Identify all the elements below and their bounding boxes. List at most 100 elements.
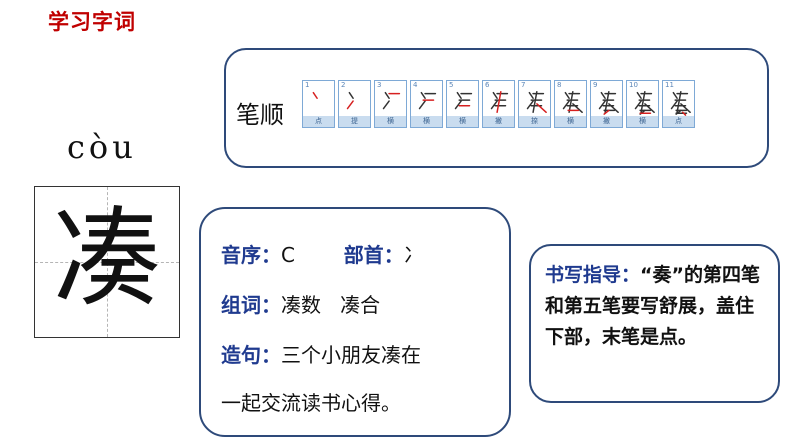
stroke-number: 10: [629, 81, 638, 89]
stroke-path: [636, 91, 642, 100]
stroke-glyph-icon: [418, 91, 437, 110]
yinxu-value: C: [281, 243, 295, 267]
stroke-path: [496, 90, 502, 114]
stroke-path: [420, 91, 426, 100]
stroke-number: 11: [665, 81, 674, 89]
info-row-yinxu-bushou: 音序：C 部首：冫: [221, 243, 424, 267]
stroke-glyph-icon: [670, 90, 691, 116]
stroke-glyph-icon: [312, 91, 318, 100]
stroke-path: [598, 100, 606, 110]
stroke-glyph-icon: [562, 90, 583, 114]
stroke-path: [562, 100, 570, 110]
stroke-path: [608, 103, 619, 114]
stroke-number: 6: [485, 81, 490, 89]
stroke-path: [564, 91, 570, 100]
zaoju-value: 三个小朋友凑在: [281, 343, 421, 367]
stroke-path: [384, 91, 390, 100]
zuci-label: 组词: [221, 293, 261, 317]
pinyin: còu: [67, 128, 137, 166]
info-row-zuci: 组词：凑数 凑合: [221, 293, 381, 317]
stroke-glyph-icon: [490, 90, 509, 114]
stroke-number: 8: [557, 81, 562, 89]
stroke-path: [418, 100, 426, 110]
stroke-path: [348, 91, 354, 100]
stroke-path: [572, 103, 583, 114]
stroke-glyph-icon: [598, 90, 619, 115]
stroke-path: [568, 90, 574, 114]
stroke-path: [454, 100, 462, 110]
bushou-label: 部首: [343, 243, 384, 267]
bushou-value: 冫: [403, 243, 424, 267]
stroke-path: [526, 100, 534, 110]
yinxu-label: 音序: [221, 243, 261, 267]
stroke-path: [681, 111, 687, 116]
grid-vertical-line: [107, 187, 108, 337]
info-panel: 音序：C 部首：冫 组词：凑数 凑合 造句：三个小朋友凑在 一起交流读书心得。: [199, 207, 511, 437]
stroke-glyph-icon: [382, 91, 401, 110]
stroke-path: [634, 100, 642, 110]
stroke-name: 提: [339, 116, 370, 127]
stroke-number: 1: [305, 81, 310, 89]
section-title: 学习字词: [48, 10, 136, 34]
stroke-path: [640, 90, 646, 114]
stroke-order-label: 笔顺: [236, 101, 284, 129]
stroke-path: [492, 91, 498, 100]
stroke-path: [532, 90, 538, 114]
stroke-glyph-icon: [526, 90, 547, 114]
stroke-name: 点: [303, 116, 334, 127]
stroke-glyph-icon: [454, 91, 473, 110]
stroke-glyph-icon: [634, 90, 655, 115]
stroke-name: 横: [555, 116, 586, 127]
stroke-path: [346, 100, 354, 110]
info-row-zaoju-cont: 一起交流读书心得。: [221, 387, 401, 416]
guide-label: 书写指导：: [545, 264, 641, 286]
stroke-path: [528, 91, 534, 100]
stroke-name: 横: [627, 116, 658, 127]
stroke-name: 横: [447, 116, 478, 127]
stroke-cell: 10 横: [626, 80, 659, 128]
stroke-name: 横: [411, 116, 442, 127]
stroke-number: 9: [593, 81, 598, 89]
stroke-name: 撇: [591, 116, 622, 127]
stroke-number: 7: [521, 81, 526, 89]
stroke-name: 点: [663, 116, 694, 127]
stroke-name: 横: [375, 116, 406, 127]
stroke-path: [604, 90, 610, 114]
stroke-path: [490, 100, 498, 110]
stroke-path: [456, 91, 462, 100]
stroke-path: [644, 103, 655, 114]
guide-body: “奏”的第四笔和第五笔要写舒展，盖住下部，末笔是点。: [545, 264, 760, 348]
zaoju-label: 造句: [221, 343, 261, 367]
stroke-glyph-icon: [346, 91, 354, 110]
stroke-path: [672, 91, 678, 100]
writing-guide-text: 书写指导：“奏”的第四笔和第五笔要写舒展，盖住下部，末笔是点。: [545, 260, 768, 353]
stroke-path: [670, 100, 678, 110]
stroke-path: [603, 109, 610, 115]
stroke-name: 捺: [519, 116, 550, 127]
writing-guide-panel: 书写指导：“奏”的第四笔和第五笔要写舒展，盖住下部，末笔是点。: [529, 244, 780, 403]
main-character: 凑: [52, 197, 161, 322]
stroke-path: [600, 91, 606, 100]
stroke-path: [382, 100, 390, 110]
stroke-path: [312, 91, 318, 100]
info-row-zaoju: 造句：三个小朋友凑在: [221, 343, 421, 367]
zuci-value: 凑数 凑合: [281, 293, 381, 317]
stroke-number: 5: [449, 81, 454, 89]
zaoju-value-cont: 一起交流读书心得。: [221, 391, 401, 415]
stroke-path: [680, 103, 691, 114]
stroke-number: 2: [341, 81, 346, 89]
stroke-name: 撇: [483, 116, 514, 127]
character-grid: 凑: [34, 186, 180, 338]
stroke-cell: 11 点: [662, 80, 695, 128]
